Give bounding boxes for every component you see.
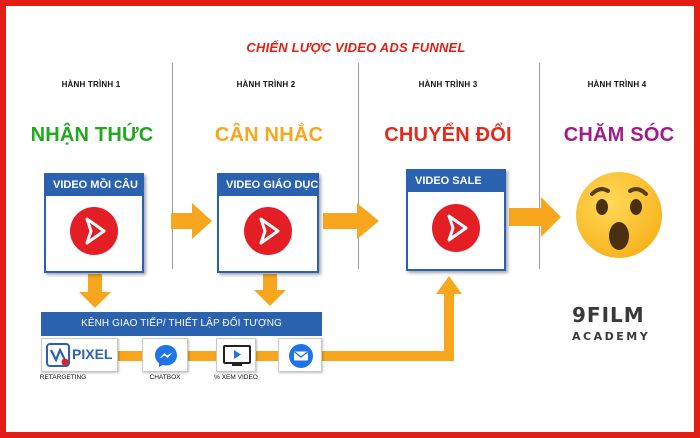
column-divider	[539, 63, 540, 269]
stage-care: CHĂM SÓC	[563, 124, 675, 146]
column-divider	[172, 63, 173, 269]
connector-right	[322, 351, 454, 361]
arrow-card1-to-card2	[171, 203, 212, 239]
tool-caption-chatbox: CHATBOX	[149, 374, 181, 381]
arrow-card2-to-card3	[323, 203, 379, 239]
connector-up	[444, 292, 454, 361]
brand-logo-line2: ACADEMY	[572, 330, 651, 343]
play-button-icon	[70, 206, 118, 255]
messenger-box	[142, 338, 188, 372]
messenger-icon	[155, 345, 177, 367]
play-button-icon	[244, 206, 292, 255]
engagement-bar: KÊNH GIAO TIẾP/ THIẾT LẬP ĐỐI TƯỢNG	[41, 312, 322, 336]
tool-caption-video-views: % XEM VIDEO	[214, 374, 258, 381]
arrow-card3-to-emoji	[509, 197, 561, 237]
brand-logo: 9FILM ACADEMY	[572, 303, 651, 343]
flow-arrows	[79, 197, 561, 361]
pixel-logo-icon	[46, 343, 70, 367]
video-view-box	[216, 338, 256, 372]
stage-conversion: CHUYỂN ĐỔI	[384, 124, 512, 146]
video-card-title: VIDEO SALE	[408, 171, 504, 192]
stage-consideration: CÂN NHẮC	[214, 124, 324, 146]
pixel-label: PIXEL	[72, 346, 113, 362]
journey-label-3: HÀNH TRÌNH 3	[418, 80, 478, 89]
email-box	[278, 338, 322, 372]
arrow-card1-down	[79, 274, 111, 308]
tool-connector	[188, 351, 216, 361]
video-view-icon	[223, 345, 251, 366]
arrow-card2-down	[254, 274, 286, 306]
play-button-icon	[432, 203, 480, 252]
pixel-box: PIXEL	[41, 338, 118, 372]
tool-caption-retargeting: RETARGETING	[39, 374, 87, 381]
video-card-education: VIDEO GIÁO DỤC	[217, 173, 319, 273]
video-card-sale: VIDEO SALE	[406, 169, 506, 271]
tool-connector	[118, 351, 142, 361]
tool-connector	[256, 351, 278, 361]
video-card-title: VIDEO MỒI CÂU	[46, 175, 142, 196]
diagram-title: CHIẾN LƯỢC VIDEO ADS FUNNEL	[246, 40, 466, 55]
video-card-title: VIDEO GIÁO DỤC	[219, 175, 318, 196]
brand-logo-line1: 9FILM	[572, 303, 645, 327]
wow-emoji-icon	[576, 172, 662, 258]
journey-label-4: HÀNH TRÌNH 4	[587, 80, 647, 89]
email-icon	[289, 344, 313, 368]
arrow-up-to-sale	[436, 276, 462, 294]
stage-awareness: NHẬN THỨC	[30, 124, 154, 146]
video-card-bait: VIDEO MỒI CÂU	[44, 173, 144, 273]
journey-label-1: HÀNH TRÌNH 1	[61, 80, 121, 89]
column-divider	[358, 63, 359, 269]
journey-label-2: HÀNH TRÌNH 2	[236, 80, 296, 89]
